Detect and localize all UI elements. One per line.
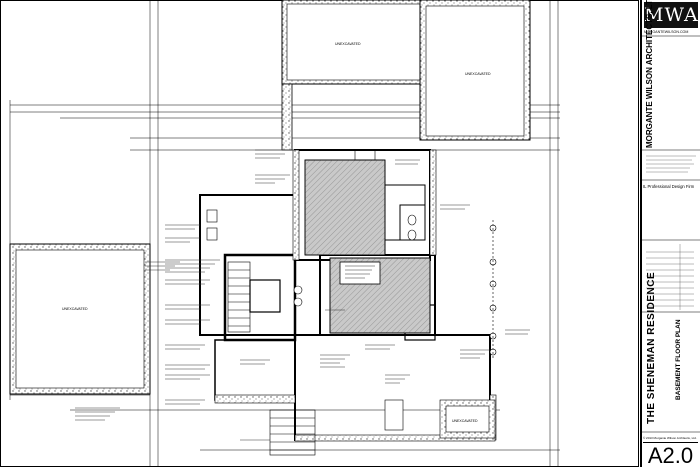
shaded-rooms [304,159,431,334]
unexcavated-label-west: UNEXCAVATED [62,307,88,311]
sheet-number: A2.0 [643,442,698,468]
unexcavated-label-southeast: UNEXCAVATED [452,419,478,423]
copyright-note: © 2013 Morgante Wilson Architects, Ltd. [643,436,697,440]
professional-design-firm: IL Professional Design Firm [643,184,695,189]
annotation-notes [75,149,530,441]
unexcavated-label-northeast: UNEXCAVATED [465,72,491,76]
unexcavated-north [281,0,531,151]
firm-website: MORGANTEWILSON.COM [644,30,689,34]
stairs [227,149,376,456]
fixtures [206,209,417,431]
title-block [640,0,700,467]
grid-markers [489,220,497,360]
foundation-walls [214,149,497,442]
unexcavated-label-north: UNEXCAVATED [335,42,361,46]
unexcavated-west [9,243,151,395]
title-block-rules [642,35,700,433]
firm-logo: MWA [644,2,699,28]
